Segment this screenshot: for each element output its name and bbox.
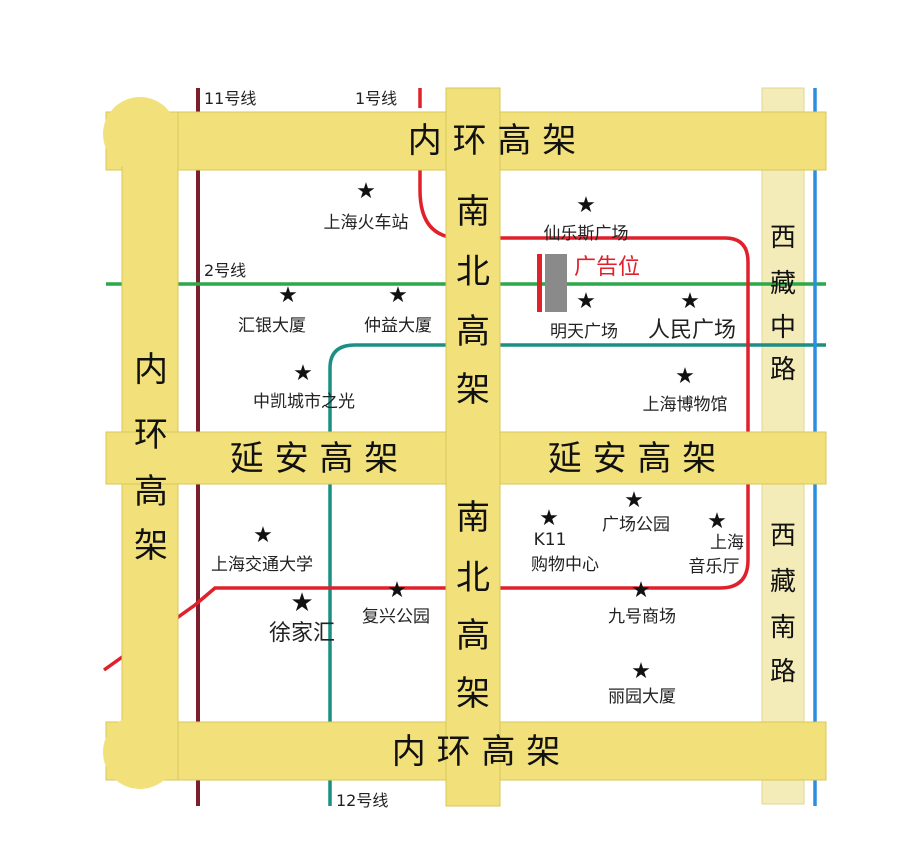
yanan-left-label: 延 安 高 架 — [230, 439, 398, 479]
star-icon: ★ — [539, 506, 559, 531]
star-icon: ★ — [680, 289, 700, 314]
metro-line-11-label: 11号线 — [204, 89, 256, 108]
metro-line-1 — [102, 88, 750, 672]
poi-label: 仲益大厦 — [364, 316, 432, 336]
poi-label: 广场公园 — [602, 515, 670, 535]
xizang-middle-char-1: 西 — [770, 223, 796, 253]
poi-markers: ★ ★ ★ ★ ★ ★ ★ ★ ★ ★ ★ ★ ★ ★ ★ ★ — [253, 179, 727, 684]
nanbei-lower-char-4: 架 — [456, 674, 490, 714]
xizang-south-char-2: 藏 — [770, 567, 796, 597]
star-icon: ★ — [356, 179, 376, 204]
poi-label: 中凯城市之光 — [253, 392, 355, 412]
poi-label: 上海博物馆 — [643, 395, 728, 415]
star-icon: ★ — [388, 283, 408, 308]
yanan-right-label: 延 安 高 架 — [548, 439, 716, 479]
star-icon: ★ — [253, 523, 273, 548]
xizang-south-char-1: 西 — [770, 521, 796, 551]
poi-label: 汇银大厦 — [238, 316, 306, 336]
nanbei-upper-char-1: 南 — [456, 192, 490, 232]
star-icon: ★ — [293, 361, 313, 386]
poi-label: 徐家汇 — [269, 621, 335, 646]
star-icon: ★ — [624, 488, 644, 513]
inner-ring-left-char-3: 高 — [134, 472, 168, 512]
nanbei-upper-char-3: 高 — [456, 312, 490, 352]
inner-ring-left-char-4: 架 — [134, 526, 168, 566]
poi-label: 上海交通大学 — [211, 555, 313, 575]
star-icon: ★ — [631, 659, 651, 684]
star-icon: ★ — [675, 364, 695, 389]
poi-label: 人民广场 — [648, 318, 736, 343]
poi-label: K11 — [534, 530, 567, 550]
poi-label: 音乐厅 — [689, 557, 740, 577]
nanbei-upper-char-4: 架 — [456, 370, 490, 410]
xizang-middle-char-3: 中 — [770, 313, 796, 343]
star-icon: ★ — [290, 588, 313, 618]
nanbei-lower-char-2: 北 — [456, 558, 490, 598]
star-icon: ★ — [707, 509, 727, 534]
inner-ring-top-label: 内 环 高 架 — [408, 121, 576, 161]
nanbei-road — [445, 87, 501, 807]
poi-label: 购物中心 — [531, 555, 599, 575]
star-icon: ★ — [631, 578, 651, 603]
metro-line-12-label: 12号线 — [336, 791, 388, 810]
poi-label: 九号商场 — [608, 607, 676, 627]
inner-ring-bottom-label: 内 环 高 架 — [392, 732, 560, 772]
star-icon: ★ — [387, 578, 407, 603]
inner-ring-left-char-2: 环 — [134, 415, 168, 455]
xizang-middle-char-2: 藏 — [770, 269, 796, 299]
ad-position-label: 广告位 — [574, 255, 640, 280]
poi-label: 仙乐斯广场 — [544, 224, 629, 244]
star-icon: ★ — [278, 283, 298, 308]
poi-label: 上海 — [710, 533, 744, 553]
ad-position-marker: 广告位 — [537, 254, 640, 312]
metro-line-12 — [328, 343, 826, 806]
poi-label: 复兴公园 — [362, 607, 430, 627]
xizang-south-char-4: 路 — [770, 657, 796, 687]
star-icon: ★ — [576, 193, 596, 218]
nanbei-lower-char-1: 南 — [456, 498, 490, 538]
metro-line-1-label: 1号线 — [355, 89, 397, 108]
inner-ring-left-char-1: 内 — [134, 350, 168, 390]
xizang-middle-char-4: 路 — [770, 355, 796, 385]
poi-label: 明天广场 — [550, 322, 618, 342]
nanbei-lower-char-3: 高 — [456, 616, 490, 656]
nanbei-upper-char-2: 北 — [456, 252, 490, 292]
metro-line-2-label: 2号线 — [204, 261, 246, 280]
xizang-south-char-3: 南 — [770, 613, 796, 643]
star-icon: ★ — [576, 289, 596, 314]
poi-label: 上海火车站 — [324, 213, 409, 233]
poi-label: 丽园大厦 — [608, 687, 676, 707]
